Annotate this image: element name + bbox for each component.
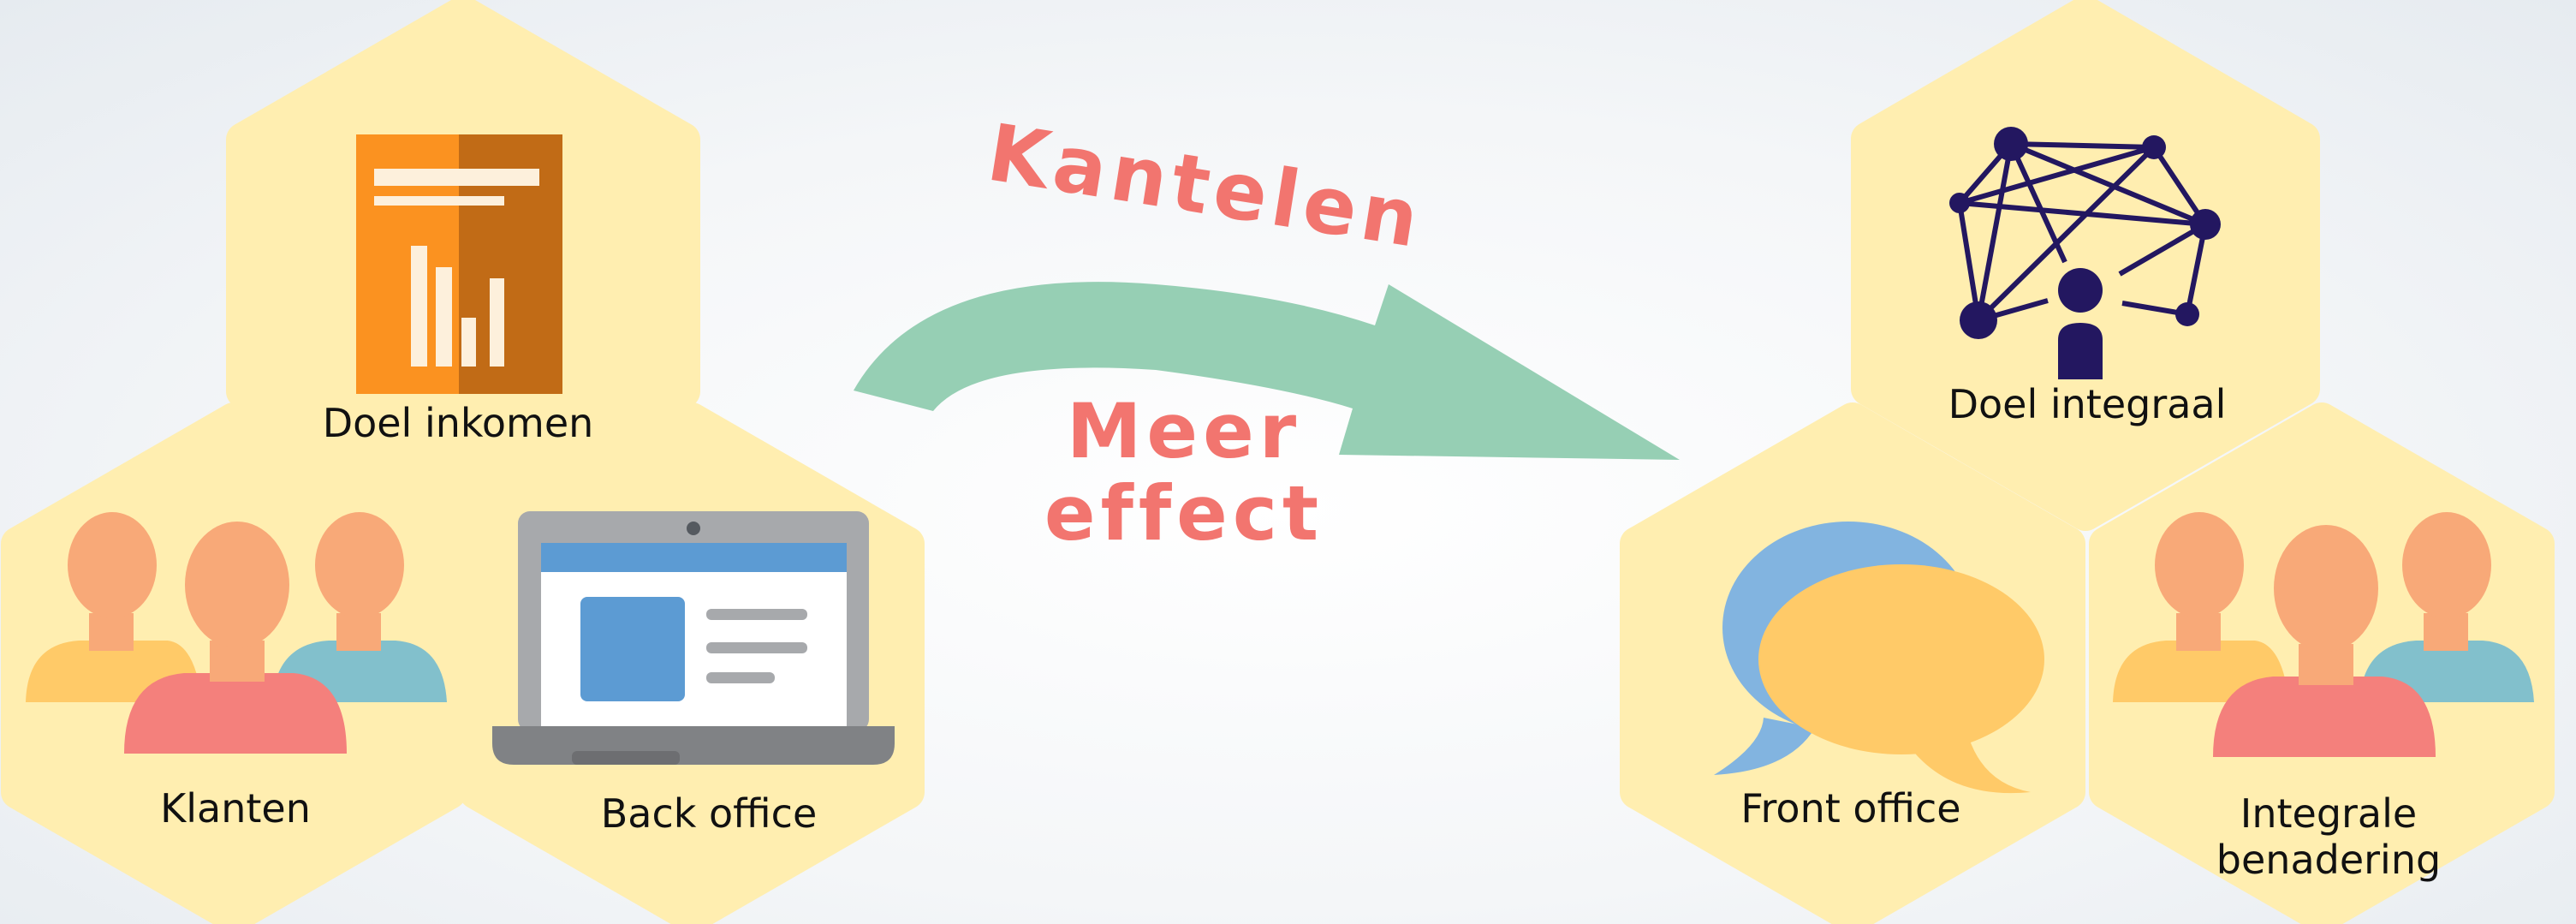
label-doel-integraal: Doel integraal [1948, 381, 2227, 427]
kantelen-text: Kantelen [982, 107, 1430, 266]
label-integrale: Integrale [2240, 790, 2417, 837]
label-back-office: Back office [601, 790, 818, 837]
speech-bubbles-icon [1714, 522, 2044, 794]
tilt-arrow [854, 282, 1680, 460]
hex-doel-inkomen: Doel inkomen [226, 0, 700, 535]
hex-back-office: Back office [459, 402, 925, 924]
report-chart-icon [356, 134, 562, 394]
label-benadering: benadering [2216, 837, 2441, 883]
people-group-icon [26, 512, 447, 754]
laptop-icon [492, 511, 895, 765]
effect-text: effect [1044, 469, 1324, 557]
meer-text: Meer [1067, 387, 1301, 475]
people-group-icon [2113, 512, 2534, 757]
network-nodes [1949, 127, 2221, 379]
hex-front-office: Front office [1620, 402, 2085, 924]
label-front-office: Front office [1740, 785, 1960, 832]
label-doel-inkomen: Doel inkomen [323, 400, 594, 446]
hex-integrale-benadering: Integrale benadering [2089, 402, 2555, 924]
hex-doel-integraal: Doel integraal [1851, 0, 2320, 531]
label-klanten: Klanten [160, 785, 311, 832]
hex-klanten: Klanten [1, 402, 467, 924]
